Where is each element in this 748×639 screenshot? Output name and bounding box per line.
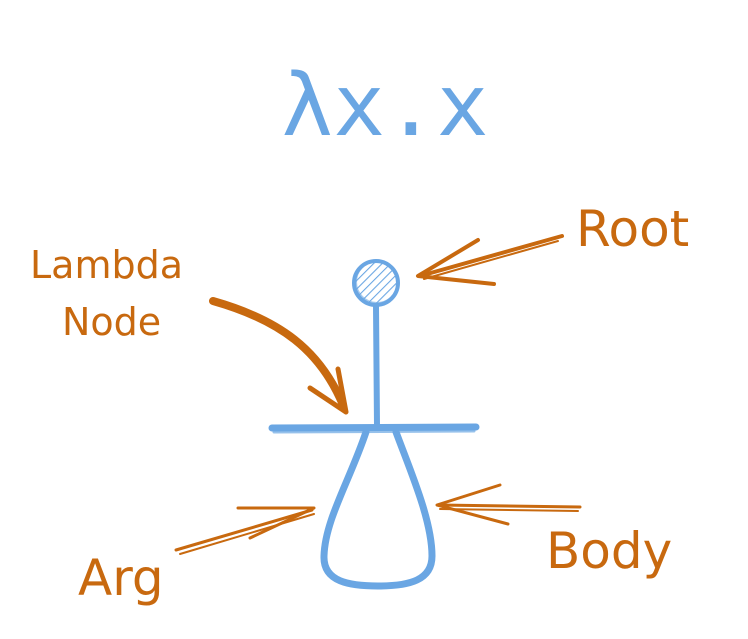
root-arrow (416, 234, 564, 286)
root-node (352, 259, 400, 307)
body-loop (320, 428, 436, 590)
lambda-node-arrow (209, 297, 349, 415)
body-arrow (435, 483, 582, 526)
root-label: Root (576, 200, 689, 258)
lambda-node-label-line1: Lambda (30, 243, 183, 287)
body-label: Body (546, 522, 672, 580)
root-stem (373, 303, 380, 429)
lambda-bar (268, 423, 480, 434)
arg-arrow (174, 506, 316, 555)
formula-title: λx.x (281, 56, 488, 156)
lambda-node-label-line2: Node (62, 300, 161, 344)
arg-label: Arg (78, 549, 164, 607)
